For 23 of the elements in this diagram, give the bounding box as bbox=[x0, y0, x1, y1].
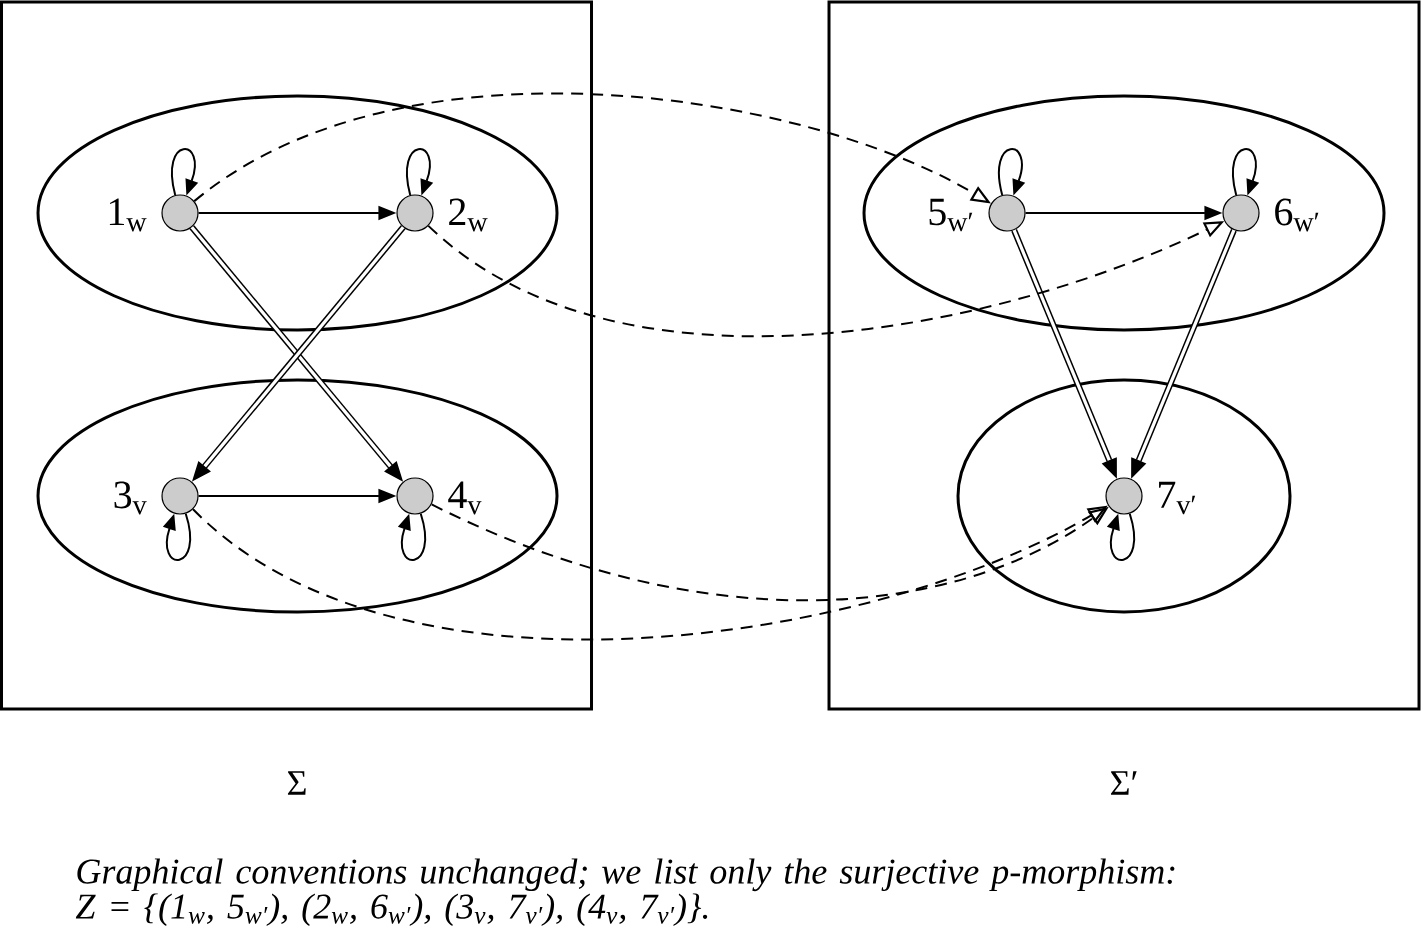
panel-frame bbox=[827, 0, 1421, 711]
loop-arrow bbox=[397, 512, 427, 561]
loop-arrow bbox=[1106, 512, 1136, 561]
loop-arrow bbox=[162, 512, 192, 561]
state-label: 1$_{w}$ bbox=[109, 198, 147, 232]
state-label: 3$_{v}$ bbox=[114, 481, 147, 515]
group-ellipse bbox=[862, 94, 1386, 332]
panel-frame bbox=[0, 0, 593, 711]
group-ellipse bbox=[956, 378, 1292, 614]
state-label: 5$_{w′}$ bbox=[929, 198, 973, 232]
loop-arrow bbox=[170, 148, 199, 197]
state-label: 2$_{w}$ bbox=[449, 198, 488, 232]
loop-arrow bbox=[997, 148, 1026, 197]
loop-arrow bbox=[405, 148, 434, 197]
panel-label: Σ bbox=[287, 771, 306, 795]
state-label: 4$_{v}$ bbox=[448, 481, 482, 515]
state-label: 6$_{w′}$ bbox=[1275, 198, 1319, 232]
loop-arrow bbox=[1231, 148, 1260, 197]
group-ellipse bbox=[36, 94, 559, 332]
panel-label: Σ′ bbox=[1111, 771, 1137, 795]
state-label: 7$_{v′}$ bbox=[1159, 481, 1196, 515]
caption: Graphical conventions unchanged; we list only the surjective p-morphism: Z = {(1$_{w}$, 5$_{w′}$), (2$_{w}$, 6$_{w′}$), (3$_{v}$, 7$_{v′}$), (4$_{v}$, 7$_{v′}$)}. bbox=[75, 858, 1175, 927]
group-ellipse bbox=[36, 378, 559, 614]
